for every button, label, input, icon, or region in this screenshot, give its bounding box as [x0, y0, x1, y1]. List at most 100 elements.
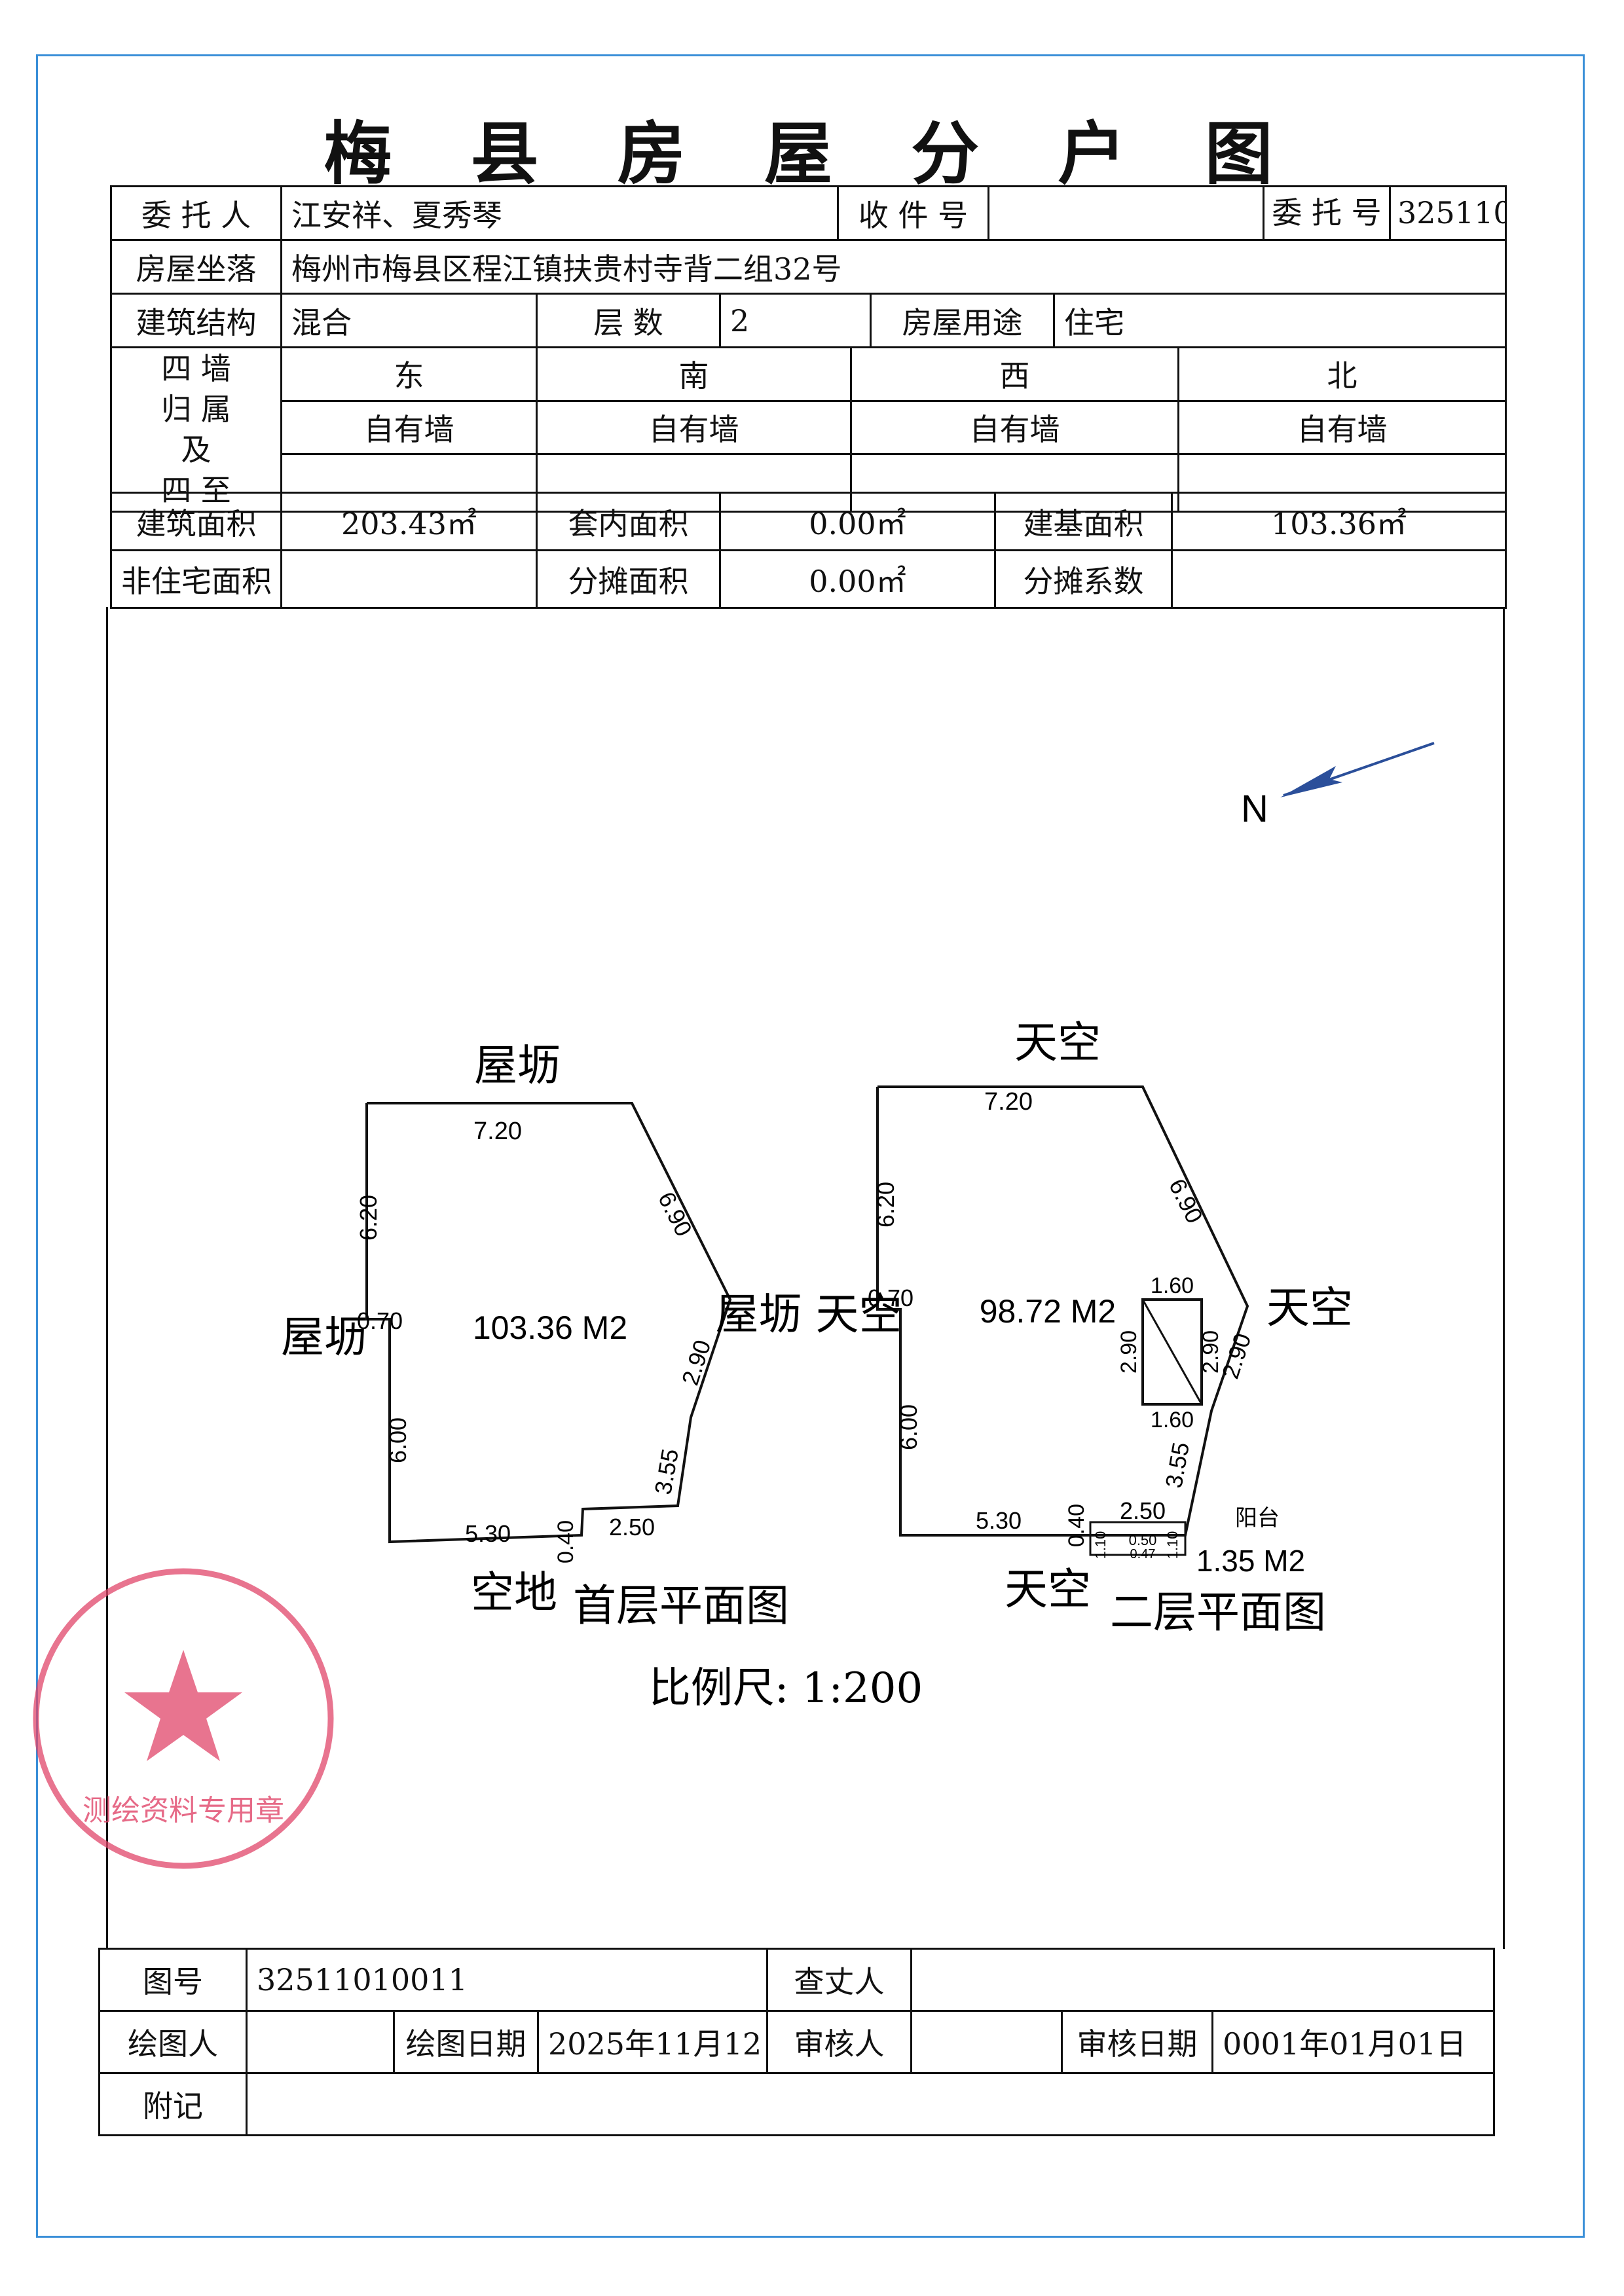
plan2-dim-lower-left: 6.00: [895, 1404, 922, 1450]
draw-date-value: 2025年11月12日: [536, 2010, 769, 2074]
plan1-dim-top: 7.20: [473, 1118, 522, 1145]
usage-label: 房屋用途: [870, 293, 1055, 348]
draw-date-label: 绘图日期: [393, 2010, 539, 2074]
build-area-value: 203.43㎡: [280, 492, 538, 551]
plan2-area: 98.72 M2: [980, 1293, 1116, 1330]
info-table-2: 房屋坐落 梅州市梅县区程江镇扶贵村寺背二组32号: [110, 239, 1507, 295]
surveyor-value: [910, 1948, 1496, 2012]
wall-north-dir: 北: [1177, 346, 1507, 402]
plan2-balcony-dim-4: 0.47: [1130, 1547, 1156, 1561]
plan1-dim-right-mid: 2.90: [676, 1336, 716, 1388]
walls-label: 四 墙 归 属 及 四 至: [110, 346, 282, 513]
structure-value: 混合: [280, 293, 538, 348]
reviewer-value: [910, 2010, 1063, 2074]
shared-coef-value: [1171, 549, 1507, 609]
floors-label: 层 数: [536, 293, 721, 348]
plan2-dim-right-upper: 6.90: [1164, 1175, 1208, 1228]
plan2-outline: [876, 1085, 1249, 1537]
footer-table: 图号 32511010011 查丈人 绘图人 绘图日期 2025年11月12日 …: [98, 1948, 1496, 2136]
wall-east-dir: 东: [280, 346, 538, 402]
structure-label: 建筑结构: [110, 293, 282, 348]
drafter-value: [246, 2010, 395, 2074]
plan1-dim-right-low: 3.55: [649, 1447, 684, 1497]
receipt-label: 收 件 号: [837, 185, 989, 241]
plan2-label-west: 屋坜 天空: [716, 1289, 902, 1339]
plan1-dim-upper-left: 6.20: [355, 1195, 382, 1241]
plan2-balcony-area: 1.35 M2: [1196, 1544, 1305, 1578]
wall-north-owner: 自有墙: [1177, 399, 1507, 456]
plan2-dim-step: 0.40: [1064, 1504, 1089, 1547]
usage-value: 住宅: [1053, 293, 1507, 348]
wall-west-owner: 自有墙: [850, 399, 1179, 456]
drawing-border: [106, 607, 1505, 1949]
plan2-dim-bottom-right: 2.50: [1120, 1497, 1166, 1524]
plan1-area: 103.36 M2: [473, 1309, 627, 1346]
floor-plan-drawing: N 7.20 6.20 0.70 6.00 5.30 0.40 2.50 3.5…: [98, 632, 1500, 1941]
surveyor-label: 查丈人: [766, 1948, 913, 2012]
location-label: 房屋坐落: [110, 239, 282, 295]
plan2-dim-top: 7.20: [984, 1088, 1033, 1116]
plan2-balcony-label: 阳台: [1235, 1505, 1280, 1531]
drafter-label: 绘图人: [98, 2010, 248, 2074]
page-title: 梅 县 房 屋 分 户 图: [323, 113, 1301, 194]
plan1-dim-step: 0.40: [553, 1520, 578, 1563]
plan1-dim-notch: 0.70: [357, 1307, 403, 1334]
plan2-label-north: 天空: [1014, 1017, 1101, 1068]
nonres-area-label: 非住宅面积: [110, 549, 282, 609]
note-label: 附记: [98, 2072, 248, 2136]
location-value: 梅州市梅县区程江镇扶贵村寺背二组32号: [280, 239, 1507, 295]
review-date-label: 审核日期: [1061, 2010, 1214, 2074]
plan1-label-north: 屋坜: [474, 1040, 561, 1091]
wall-south-dir: 南: [536, 346, 852, 402]
inner-area-value: 0.00㎡: [719, 492, 996, 551]
plan2-label-south: 天空: [1005, 1564, 1091, 1614]
note-value: [245, 2072, 1496, 2136]
plan2-balcony-dim-1: 1.10: [1092, 1531, 1109, 1559]
walls-label-1: 四 墙: [161, 351, 231, 386]
plan1-label-west: 屋坜: [281, 1312, 367, 1362]
wall-west-dir: 西: [850, 346, 1179, 402]
shared-coef-label: 分摊系数: [994, 549, 1173, 609]
plan2-void-bottom: 1.60: [1151, 1408, 1194, 1432]
plan2-void-diagonal: [1141, 1299, 1203, 1405]
client-value: 江安祥、夏秀琴: [280, 185, 839, 241]
floors-value: 2: [719, 293, 872, 348]
plan2-void-left: 2.90: [1116, 1330, 1141, 1374]
map-no-label: 图号: [98, 1948, 248, 2012]
wall-east-owner: 自有墙: [280, 399, 538, 456]
receipt-value: [987, 185, 1264, 241]
reviewer-label: 审核人: [766, 2010, 913, 2074]
plan2-balcony: [1089, 1521, 1187, 1556]
inner-area-label: 套内面积: [536, 492, 721, 551]
plan2-label-east: 天空: [1266, 1283, 1353, 1333]
north-label: N: [1241, 788, 1268, 830]
info-table-3: 建筑结构 混合 层 数 2 房屋用途 住宅: [110, 293, 1507, 348]
plan1-outline: [365, 1102, 732, 1544]
shared-area-label: 分摊面积: [536, 549, 721, 609]
scale-label: 比例尺: 1:200: [649, 1664, 923, 1713]
north-arrow-icon: [1280, 742, 1435, 797]
plan2-dim-upper-left: 6.20: [872, 1182, 899, 1228]
company-seal: 测绘资料专用章: [26, 1561, 341, 1876]
plan2-dim-notch: 0.70: [868, 1285, 913, 1311]
plan1-dim-bottom-right: 2.50: [609, 1514, 655, 1540]
wall-south-owner: 自有墙: [536, 399, 852, 456]
map-no-value: 32511010011: [245, 1948, 769, 2012]
plan2-void: [1141, 1298, 1203, 1406]
walls-label-2: 归 属: [161, 392, 231, 428]
area-table: 建筑面积 203.43㎡ 套内面积 0.00㎡ 建基面积 103.36㎡ 非住宅…: [110, 492, 1507, 609]
page-frame: [36, 54, 1585, 2238]
commission-value: 32511010011: [1397, 195, 1504, 230]
base-area-value: 103.36㎡: [1171, 492, 1507, 551]
plan1-dim-right-upper: 6.90: [653, 1188, 697, 1241]
walls-label-3: 及: [181, 432, 212, 468]
svg-text:测绘资料专用章: 测绘资料专用章: [83, 1794, 284, 1827]
walls-table: 四 墙 归 属 及 四 至 东 南 西 北 自有墙 自有墙 自有墙 自有墙: [110, 346, 1507, 513]
commission-label: 委 托 号: [1266, 188, 1391, 238]
plan2-balcony-dim-2: 1.10: [1164, 1531, 1181, 1559]
shared-area-value: 0.00㎡: [719, 549, 996, 609]
plan2-name: 二层平面图: [1110, 1587, 1326, 1637]
plan1-dim-bottom: 5.30: [465, 1520, 511, 1547]
